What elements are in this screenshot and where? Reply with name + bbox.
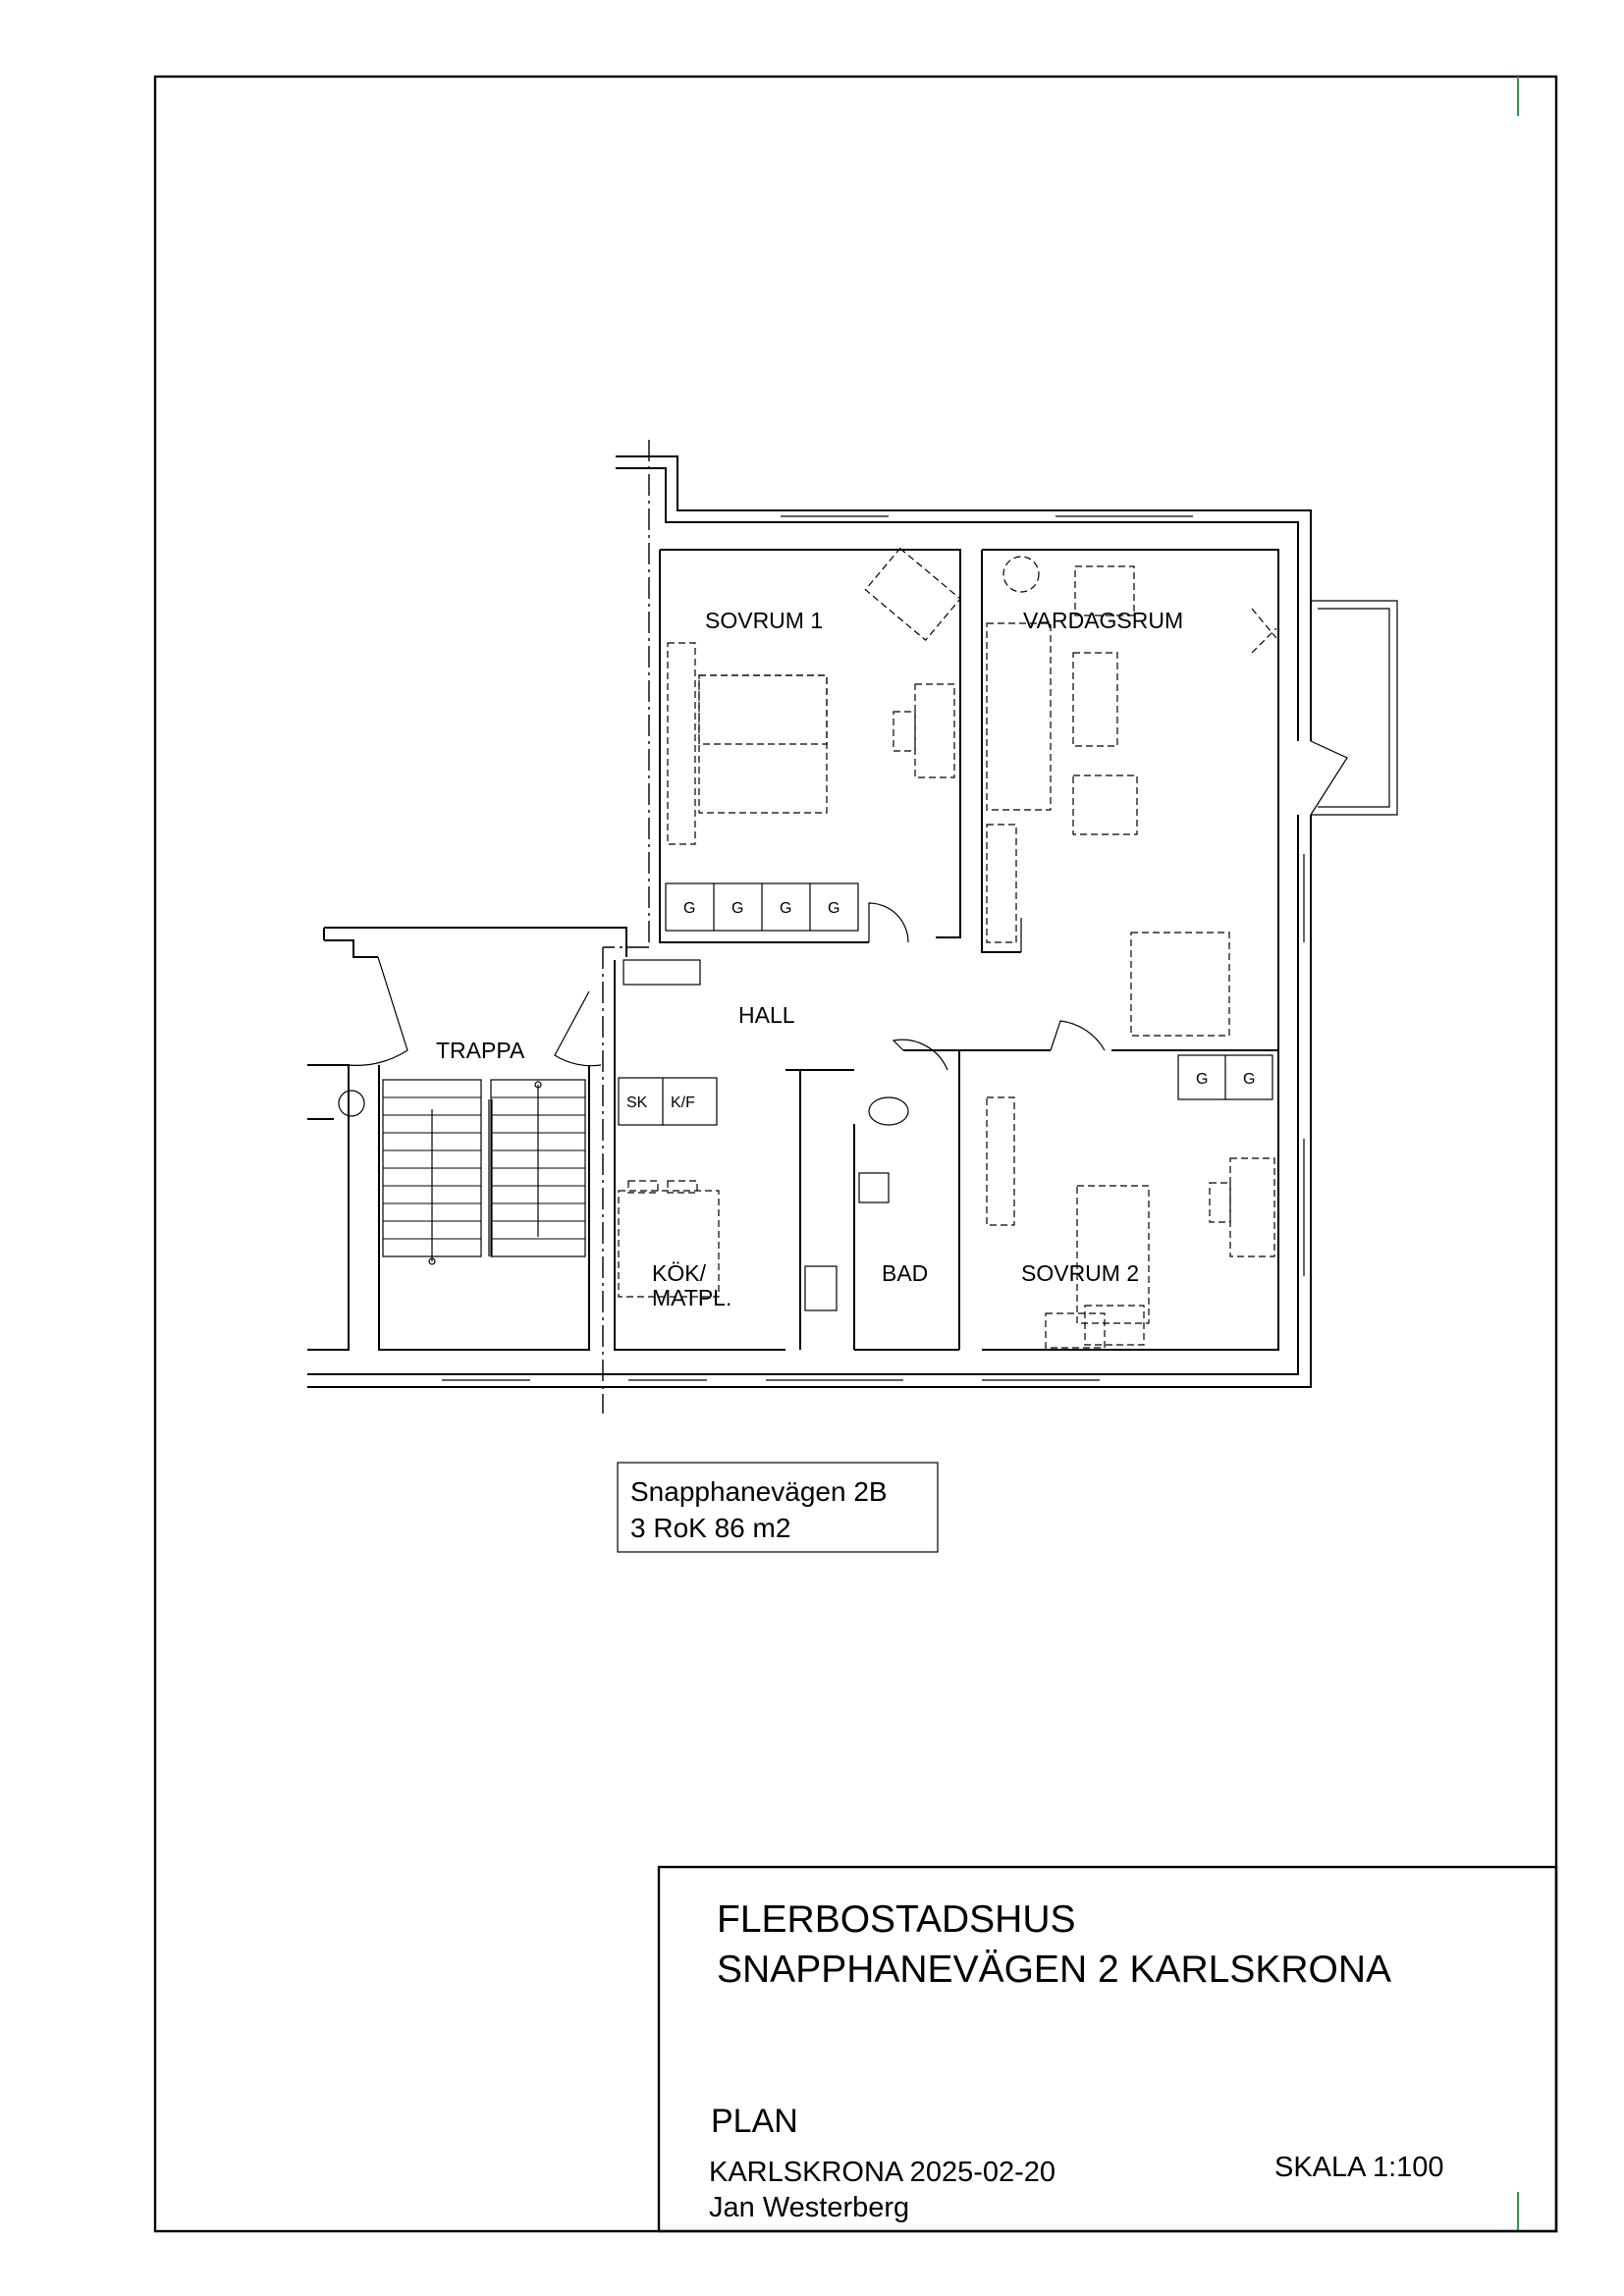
room-kok-line1: KÖK/	[652, 1260, 707, 1286]
title-line-2: SNAPPHANEVÄGEN 2 KARLSKRONA	[717, 1949, 1391, 1991]
wardrobe-g-4: G	[828, 900, 839, 917]
room-hall: HALL	[738, 1002, 795, 1028]
apartment-label-box	[617, 1462, 939, 1553]
title-block: FLERBOSTADSHUS SNAPPHANEVÄGEN 2 KARLSKRO…	[657, 1865, 1558, 2233]
room-kok-line2: MATPL.	[652, 1285, 731, 1310]
wardrobe-g-5: G	[1196, 1071, 1208, 1088]
room-trappa: TRAPPA	[436, 1038, 525, 1063]
stairs	[338, 1079, 586, 1265]
title-line-1: FLERBOSTADSHUS	[717, 1898, 1076, 1941]
room-labels: SOVRUM 1 VARDAGSRUM HALL TRAPPA KÖK/ MAT…	[436, 608, 1183, 1310]
kitchen-sk: SK	[626, 1095, 648, 1111]
title-block-border	[657, 1865, 1558, 2233]
apartment-size: 3 RoK 86 m2	[630, 1513, 790, 1543]
exterior-walls	[307, 455, 1398, 1388]
fixtures: G G G G G G SK K/F	[618, 882, 1273, 1126]
interior-walls	[378, 549, 1279, 1351]
room-sovrum-2: SOVRUM 2	[1021, 1260, 1139, 1286]
furniture	[618, 547, 1277, 1349]
place-date: KARLSKRONA 2025-02-20	[709, 2157, 1056, 2188]
plan-title: PLAN	[711, 2103, 798, 2140]
apartment-label: Snapphanevägen 2B 3 RoK 86 m2	[617, 1462, 939, 1553]
apartment-address: Snapphanevägen 2B	[630, 1476, 888, 1507]
scale: SKALA 1:100	[1274, 2152, 1444, 2183]
doors	[348, 740, 1348, 1071]
wardrobe-g-1: G	[683, 900, 695, 917]
wardrobe-g-6: G	[1243, 1071, 1255, 1088]
room-bad: BAD	[882, 1260, 928, 1286]
kitchen-kf: K/F	[671, 1095, 695, 1111]
room-sovrum-1: SOVRUM 1	[705, 608, 823, 633]
wardrobe-g-3: G	[780, 900, 791, 917]
room-vardagsrum: VARDAGSRUM	[1023, 608, 1183, 633]
wardrobe-g-2: G	[731, 900, 743, 917]
author: Jan Westerberg	[709, 2192, 909, 2223]
